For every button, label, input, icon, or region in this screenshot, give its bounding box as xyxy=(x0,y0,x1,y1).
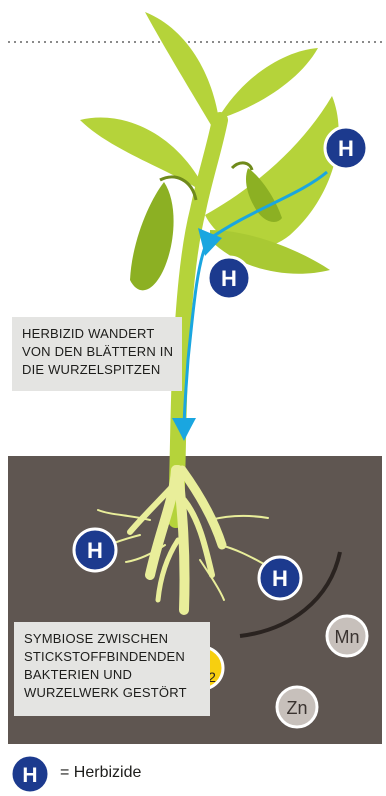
migration-line-2: VON DEN BLÄTTERN IN xyxy=(22,343,172,361)
herbicide-badge-stem-label: H xyxy=(221,266,237,291)
herbicide-badge-root-left-label: H xyxy=(87,538,103,563)
manganese-label: Mn xyxy=(334,627,359,647)
manganese-badge: Mn xyxy=(327,616,367,656)
herbicide-badge-stem: H xyxy=(208,257,250,299)
herbicide-badge-root-right-label: H xyxy=(272,566,288,591)
pod-left xyxy=(130,182,174,290)
herbicide-badge-leaf-label: H xyxy=(338,136,354,161)
herbicide-migration-label: HERBIZID WANDERT VON DEN BLÄTTERN IN DIE… xyxy=(12,317,182,391)
herbicide-badge-root-left: H xyxy=(74,529,116,571)
legend-text: = Herbizide xyxy=(60,764,141,782)
leaf-right-top xyxy=(222,48,318,118)
legend-herbicide-icon: H xyxy=(8,752,52,796)
migration-line-3: DIE WURZELSPITZEN xyxy=(22,361,172,379)
migration-line-1: HERBIZID WANDERT xyxy=(22,325,172,343)
zinc-label: Zn xyxy=(286,698,307,718)
herbicide-badge-root-right: H xyxy=(259,557,301,599)
symbiosis-line-4: WURZELWERK GESTÖRT xyxy=(24,684,200,702)
symbiosis-line-1: SYMBIOSE ZWISCHEN xyxy=(24,630,200,648)
leaf-top xyxy=(145,12,220,130)
herbicide-badge-leaf: H xyxy=(325,127,367,169)
legend-symbol: H xyxy=(22,764,37,787)
zinc-badge: Zn xyxy=(277,687,317,727)
symbiosis-line-2: STICKSTOFFBINDENDEN xyxy=(24,648,200,666)
legend: H = Herbizide xyxy=(8,752,378,792)
symbiosis-line-3: BAKTERIEN UND xyxy=(24,666,200,684)
symbiosis-disruption-label: SYMBIOSE ZWISCHEN STICKSTOFFBINDENDEN BA… xyxy=(14,622,210,716)
